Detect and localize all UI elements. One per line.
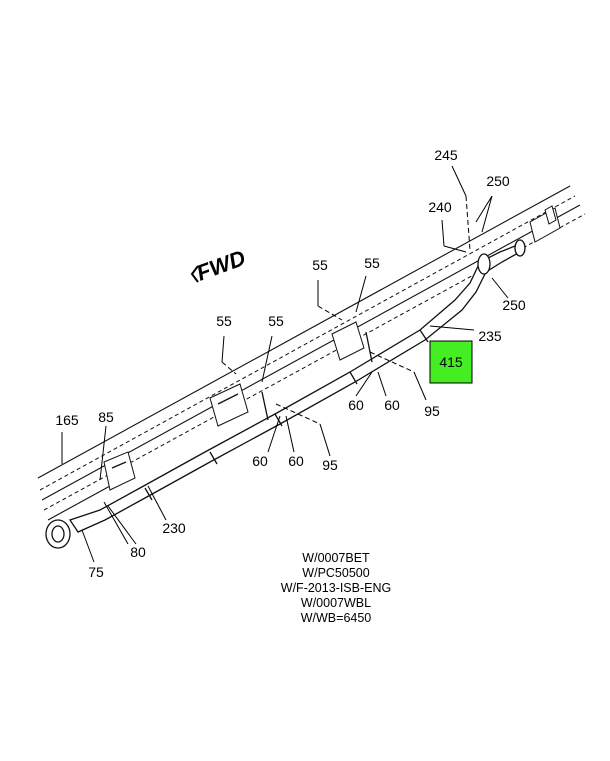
rear-coupling (477, 205, 561, 275)
hanger-bracket-2 (209, 383, 269, 427)
callout-240: 240 (428, 199, 452, 215)
applicability-notes: W/0007BET W/PC50500 W/F-2013-ISB-ENG W/0… (281, 551, 391, 625)
callout-230: 230 (162, 520, 186, 536)
note-line: W/F-2013-ISB-ENG (281, 581, 391, 595)
fwd-direction-indicator: FWD (190, 245, 249, 286)
exhaust-pipe (68, 243, 521, 533)
highlight-box (429, 340, 473, 384)
note-line: W/0007WBL (301, 596, 371, 610)
callout-75: 75 (88, 564, 104, 580)
callout-85: 85 (98, 409, 114, 425)
callout-80: 80 (130, 544, 146, 560)
fwd-label: FWD (193, 245, 249, 286)
callout-250-top: 250 (486, 173, 510, 189)
callout-60: 60 (252, 453, 268, 469)
callout-415: 415 (439, 354, 463, 370)
callout-60: 60 (348, 397, 364, 413)
callout-55: 55 (268, 313, 284, 329)
front-pipe-end (45, 519, 71, 549)
highlight-415[interactable]: 415 (429, 340, 473, 384)
callout-95: 95 (424, 403, 440, 419)
note-line: W/0007BET (302, 551, 370, 565)
note-line: W/PC50500 (302, 566, 369, 580)
callout-95: 95 (322, 457, 338, 473)
note-line: W/WB=6450 (301, 611, 372, 625)
callout-55: 55 (364, 255, 380, 271)
hanger-bracket-3 (331, 321, 373, 363)
callout-55: 55 (312, 257, 328, 273)
callout-60: 60 (288, 453, 304, 469)
callout-245: 245 (434, 147, 458, 163)
leader-lines (61, 165, 509, 563)
callout-60: 60 (384, 397, 400, 413)
callout-165: 165 (55, 412, 79, 428)
hanger-bracket-1 (103, 451, 136, 491)
callout-250-bottom: 250 (502, 297, 526, 313)
callouts: 245 250 240 250 235 55 55 55 55 60 60 60… (55, 147, 526, 580)
callout-55: 55 (216, 313, 232, 329)
callout-235: 235 (478, 328, 502, 344)
